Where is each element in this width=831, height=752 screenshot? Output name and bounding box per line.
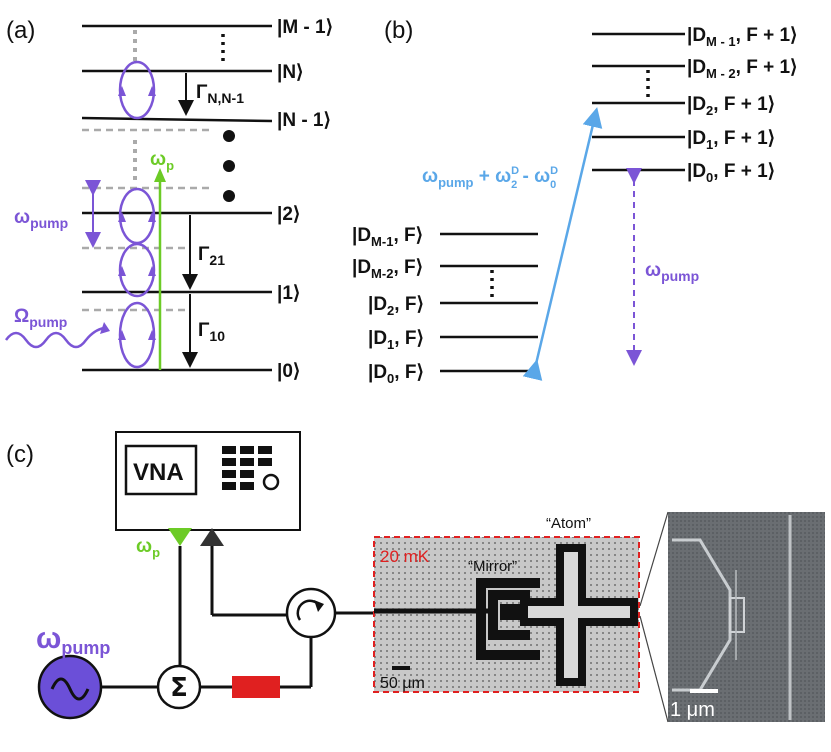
atom-cross-inner <box>528 552 630 678</box>
panel-a: (a) |M - 1⟩ |N⟩ |N - 1⟩ |2⟩ |1⟩ |0⟩ <box>4 17 333 382</box>
upper-label-2: |D2, F + 1⟩ <box>687 94 775 118</box>
pump-loops <box>118 60 156 369</box>
panel-c-tag: (c) <box>6 441 34 468</box>
circulator-icon <box>285 587 337 639</box>
panel-c: (c) VNA ωp <box>6 431 825 723</box>
scale-label-1: 1 μm <box>670 699 715 721</box>
omega-p-label: ωp <box>150 149 174 173</box>
level-label-2: |2⟩ <box>277 204 300 225</box>
lower-label-m-2: |DM-2, F⟩ <box>352 257 423 281</box>
big-omega-pump-label: Ωpump <box>14 306 67 330</box>
lower-label-0: |D0, F⟩ <box>368 362 424 386</box>
upper-label-m-1: |DM - 1, F + 1⟩ <box>687 25 797 49</box>
panel-b-tag: (b) <box>384 17 413 44</box>
transition-arrow <box>522 107 603 381</box>
upper-label-0: |D0, F + 1⟩ <box>687 161 775 185</box>
sem-image <box>668 512 825 722</box>
upper-label-m-2: |DM - 2, F + 1⟩ <box>687 57 797 81</box>
vna-keypad-icon <box>222 446 272 490</box>
pump-wave-arrowhead <box>100 322 110 334</box>
output-port-icon <box>168 528 192 546</box>
attenuator <box>232 676 280 698</box>
loop-arrowheads <box>118 86 156 340</box>
level-n-1 <box>81 116 273 123</box>
vna-screen <box>124 444 198 496</box>
c-omega-pump-label: ωpump <box>36 622 110 658</box>
atom-label: “Atom” <box>546 515 591 532</box>
lower-label-2: |D2, F⟩ <box>368 294 424 318</box>
pump-wave <box>4 326 105 349</box>
temperature-label: 20 mK <box>380 547 430 566</box>
dot-1 <box>223 130 235 142</box>
omega-pump-label: ωpump <box>14 207 68 231</box>
panel-a-tag: (a) <box>6 17 35 44</box>
level-label-n-1: |N - 1⟩ <box>277 110 331 131</box>
sigma-combiner-icon <box>156 664 202 710</box>
mirror-outer <box>476 578 540 660</box>
lower-label-1: |D1, F⟩ <box>368 328 424 352</box>
lower-label-m-1: |DM-1, F⟩ <box>352 225 423 249</box>
vna-knob-icon <box>262 473 280 491</box>
dot-2 <box>223 160 235 172</box>
dot-3 <box>223 190 235 202</box>
virtual-levels <box>82 128 210 312</box>
wiring <box>100 546 374 689</box>
sigma-label: Σ <box>170 673 188 703</box>
fridge-boundary <box>373 536 640 693</box>
gamma-21-label: Γ21 <box>198 244 225 268</box>
level-label-0: |0⟩ <box>277 361 300 382</box>
scale-label-50: 50 μm <box>380 675 425 692</box>
b-omega-pump-label: ωpump <box>645 260 699 284</box>
circulator-arrowhead <box>314 600 324 612</box>
c-omega-p-label: ωp <box>136 536 160 560</box>
gamma-nn-label: ΓN,N-1 <box>196 82 244 106</box>
level-label-1: |1⟩ <box>277 283 300 304</box>
zoom-line-bottom <box>639 615 669 723</box>
mirror-structure <box>488 590 530 640</box>
panel-b: (b) |DM - 1, F + 1⟩ |DM - 2, F + 1⟩ |D2,… <box>352 17 797 386</box>
level-label-n: |N⟩ <box>277 62 303 83</box>
sine-icon <box>50 677 90 701</box>
sem-junction <box>729 597 745 633</box>
zoom-line-top <box>639 511 669 607</box>
gamma-10-label: Γ10 <box>198 320 225 344</box>
probe-arrowhead <box>154 168 166 182</box>
mirror-label: “Mirror” <box>468 558 517 575</box>
vna-label: VNA <box>133 459 184 486</box>
level-label-m-1: |M - 1⟩ <box>277 17 333 38</box>
upper-manifold-lines <box>592 32 685 172</box>
input-port-icon <box>200 528 224 546</box>
lower-manifold-lines <box>440 232 538 373</box>
upper-label-1: |D1, F + 1⟩ <box>687 128 775 152</box>
